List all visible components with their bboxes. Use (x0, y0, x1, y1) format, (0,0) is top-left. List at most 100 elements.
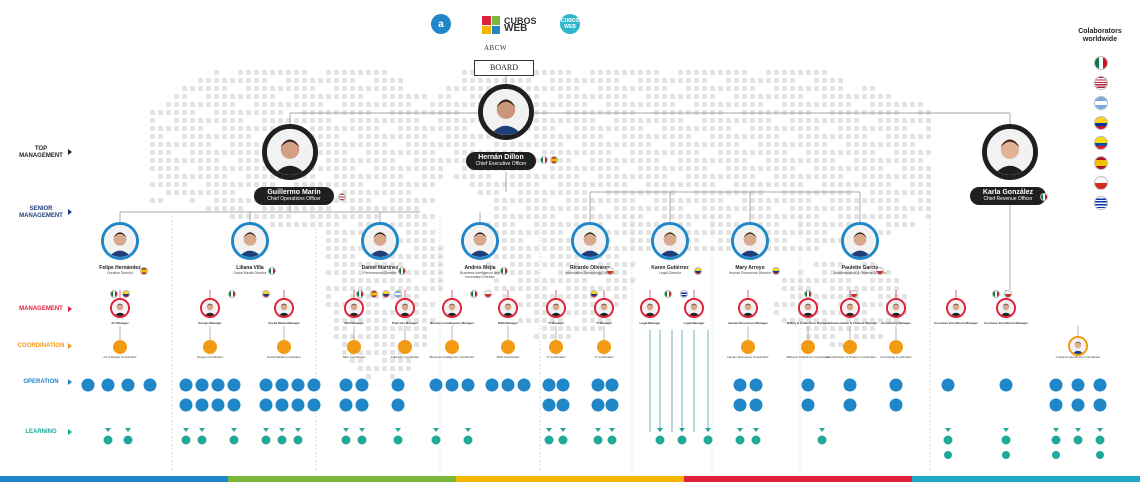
map-dot (366, 158, 371, 163)
map-dot (334, 150, 339, 155)
map-dot (710, 182, 715, 187)
map-dot (318, 142, 323, 147)
map-dot (422, 238, 427, 243)
map-dot (894, 198, 899, 203)
map-dot (790, 70, 795, 75)
map-dot (782, 142, 787, 147)
operation-node (291, 398, 305, 412)
map-dot (182, 110, 187, 115)
map-dot (398, 110, 403, 115)
map-dot (910, 174, 915, 179)
map-dot (526, 174, 531, 179)
map-dot (702, 246, 707, 251)
manager-title: Customer Enrollment Manager (984, 321, 1028, 325)
map-dot (230, 134, 235, 139)
map-dot (822, 334, 827, 339)
map-dot (526, 278, 531, 283)
map-dot (654, 134, 659, 139)
map-dot (630, 246, 635, 251)
map-dot (518, 182, 523, 187)
level-arrow-icon (68, 306, 72, 312)
argentina-flag (1094, 96, 1108, 110)
map-dot (270, 102, 275, 107)
map-dot (542, 230, 547, 235)
map-dot (686, 222, 691, 227)
map-dot (302, 110, 307, 115)
map-dot (542, 310, 547, 315)
level-arrow-icon (68, 379, 72, 385)
director-name: Daniel Martínez (361, 265, 399, 271)
map-dot (534, 214, 539, 219)
map-dot (566, 262, 571, 267)
map-dot (206, 166, 211, 171)
map-dot (334, 310, 339, 315)
map-dot (910, 134, 915, 139)
director-avatar (231, 222, 269, 260)
map-dot (862, 286, 867, 291)
map-dot (238, 150, 243, 155)
map-dot (814, 174, 819, 179)
map-dot (166, 158, 171, 163)
map-dot (222, 102, 227, 107)
map-dot (854, 158, 859, 163)
map-dot (774, 126, 779, 131)
map-dot (358, 118, 363, 123)
map-dot (278, 118, 283, 123)
map-dot (206, 174, 211, 179)
map-dot (894, 150, 899, 155)
map-dot (918, 134, 923, 139)
operation-node (941, 378, 955, 392)
map-dot (390, 166, 395, 171)
map-dot (590, 70, 595, 75)
map-dot (510, 262, 515, 267)
map-dot (550, 278, 555, 283)
map-dot (798, 270, 803, 275)
map-dot (374, 102, 379, 107)
map-dot (830, 342, 835, 347)
map-dot (326, 222, 331, 227)
map-dot (182, 86, 187, 91)
map-dot (374, 342, 379, 347)
map-dot (470, 78, 475, 83)
map-dot (366, 286, 371, 291)
operation-node (591, 378, 605, 392)
map-dot (742, 86, 747, 91)
map-dot (278, 70, 283, 75)
map-dot (622, 70, 627, 75)
learning-node (544, 435, 554, 445)
map-dot (566, 310, 571, 315)
map-dot (398, 134, 403, 139)
learning-node (1001, 435, 1011, 445)
map-dot (758, 102, 763, 107)
map-dot (582, 102, 587, 107)
map-dot (590, 166, 595, 171)
manager-title: Accounting Manager (881, 321, 911, 325)
learning-arrow-icon (105, 428, 111, 432)
map-dot (550, 174, 555, 179)
operation-node (801, 398, 815, 412)
manager-title: Legal Manager (683, 321, 705, 325)
map-dot (806, 118, 811, 123)
map-dot (238, 166, 243, 171)
operation-node (391, 378, 405, 392)
map-dot (798, 182, 803, 187)
map-dot (214, 102, 219, 107)
map-dot (382, 262, 387, 267)
manager-title: Customer Enrollment Manager (934, 321, 978, 325)
map-dot (350, 270, 355, 275)
map-dot (326, 254, 331, 259)
map-dot (222, 94, 227, 99)
map-dot (334, 86, 339, 91)
map-dot (302, 182, 307, 187)
manager-title: Design Manager (198, 321, 222, 325)
map-dot (166, 174, 171, 179)
map-dot (542, 142, 547, 147)
learning-arrow-icon (1075, 428, 1081, 432)
learning-arrow-icon (343, 428, 349, 432)
bottom-bar-segment (0, 476, 228, 482)
map-dot (598, 110, 603, 115)
map-dot (510, 198, 515, 203)
map-dot (470, 182, 475, 187)
operation-node (843, 378, 857, 392)
map-dot (398, 238, 403, 243)
